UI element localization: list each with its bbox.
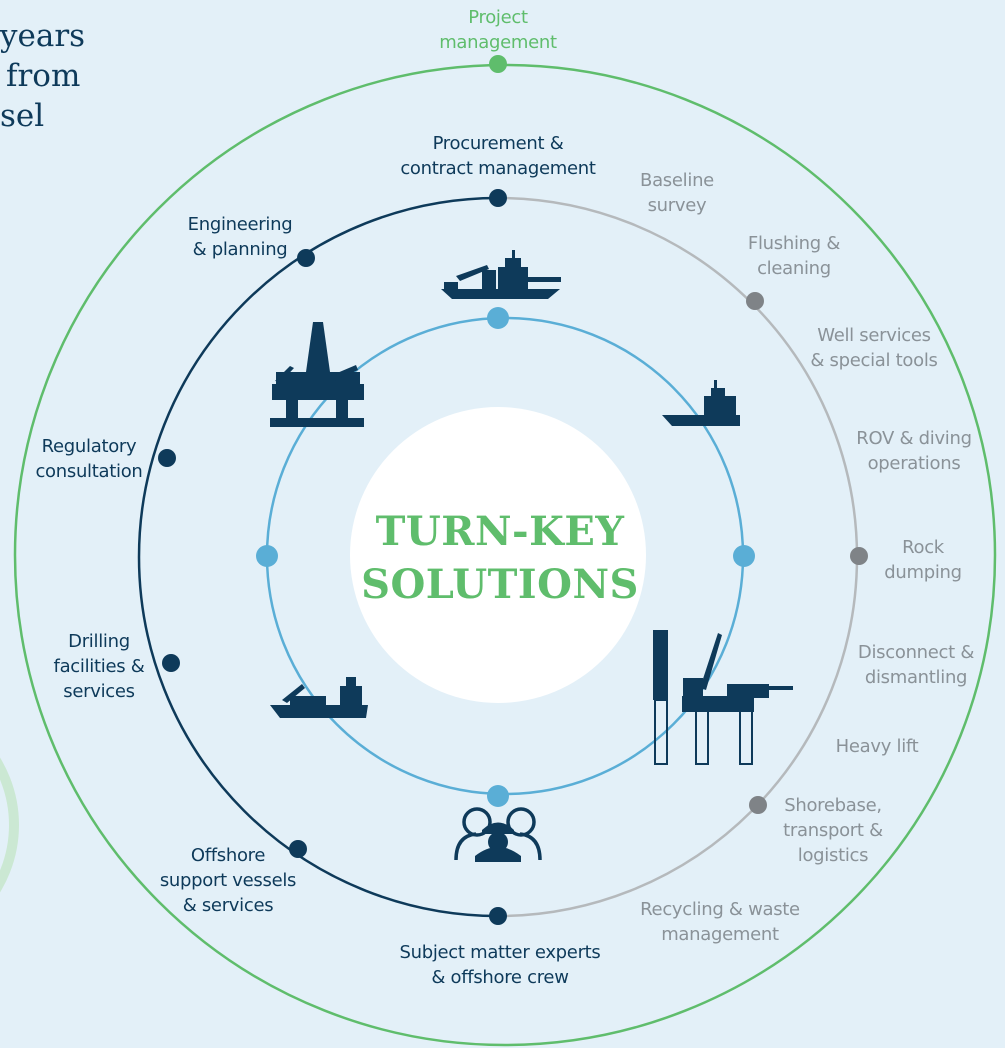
label-regulatory: Regulatory consultation <box>35 436 143 482</box>
label-shorebase: Shorebase, transport & logistics <box>783 795 883 866</box>
dot-regulatory <box>158 449 176 467</box>
dot-flushing <box>746 292 764 310</box>
label-offshore-support: Offshore support vessels & services <box>159 845 297 916</box>
label-rock: Rock dumping <box>884 537 962 583</box>
crane-vessel-icon <box>441 250 561 299</box>
dot-project-management <box>489 55 507 73</box>
label-recycling: Recycling & waste management <box>640 899 800 945</box>
dot-rock <box>850 547 868 565</box>
label-disconnect: Disconnect & dismantling <box>857 642 975 688</box>
middle-ring-navy-arc <box>137 196 499 918</box>
dot-inner-bottom <box>487 785 509 807</box>
dot-sme <box>489 907 507 925</box>
dot-procurement <box>489 189 507 207</box>
dot-engineering <box>297 249 315 267</box>
label-flushing: Flushing & cleaning <box>747 233 841 279</box>
dot-inner-right <box>733 545 755 567</box>
rig-icon <box>270 322 364 427</box>
dot-shorebase <box>749 796 767 814</box>
dot-inner-top <box>487 307 509 329</box>
center-disk <box>350 407 646 703</box>
headline-line-1: years <box>0 18 86 54</box>
supply-ship-icon <box>662 380 740 426</box>
label-baseline: Baseline survey <box>640 170 714 216</box>
label-project-management: Project management <box>439 7 557 53</box>
cargo-ship-icon <box>270 677 368 718</box>
headline: years from sel <box>0 16 85 136</box>
label-drilling: Drilling facilities & services <box>53 631 145 702</box>
dot-offshore-support <box>289 840 307 858</box>
dot-inner-left <box>256 545 278 567</box>
center-title-line-1: TURN-KEY <box>375 508 625 555</box>
crew-icon <box>454 807 542 862</box>
label-procurement: Procurement & contract management <box>400 133 596 179</box>
label-engineering: Engineering & planning <box>187 214 293 260</box>
label-heavy-lift: Heavy lift <box>835 736 919 757</box>
center-title-line-2: SOLUTIONS <box>361 561 639 608</box>
decorative-partial-ring <box>0 757 19 893</box>
center-title: TURN-KEY SOLUTIONS <box>345 505 655 611</box>
jackup-rig-icon <box>653 630 793 765</box>
label-rov: ROV & diving operations <box>856 428 972 474</box>
headline-line-2: from <box>6 58 81 94</box>
dot-drilling <box>162 654 180 672</box>
label-well-services: Well services & special tools <box>810 325 938 371</box>
headline-line-3: sel <box>0 98 45 134</box>
label-sme: Subject matter experts & offshore crew <box>399 942 601 988</box>
